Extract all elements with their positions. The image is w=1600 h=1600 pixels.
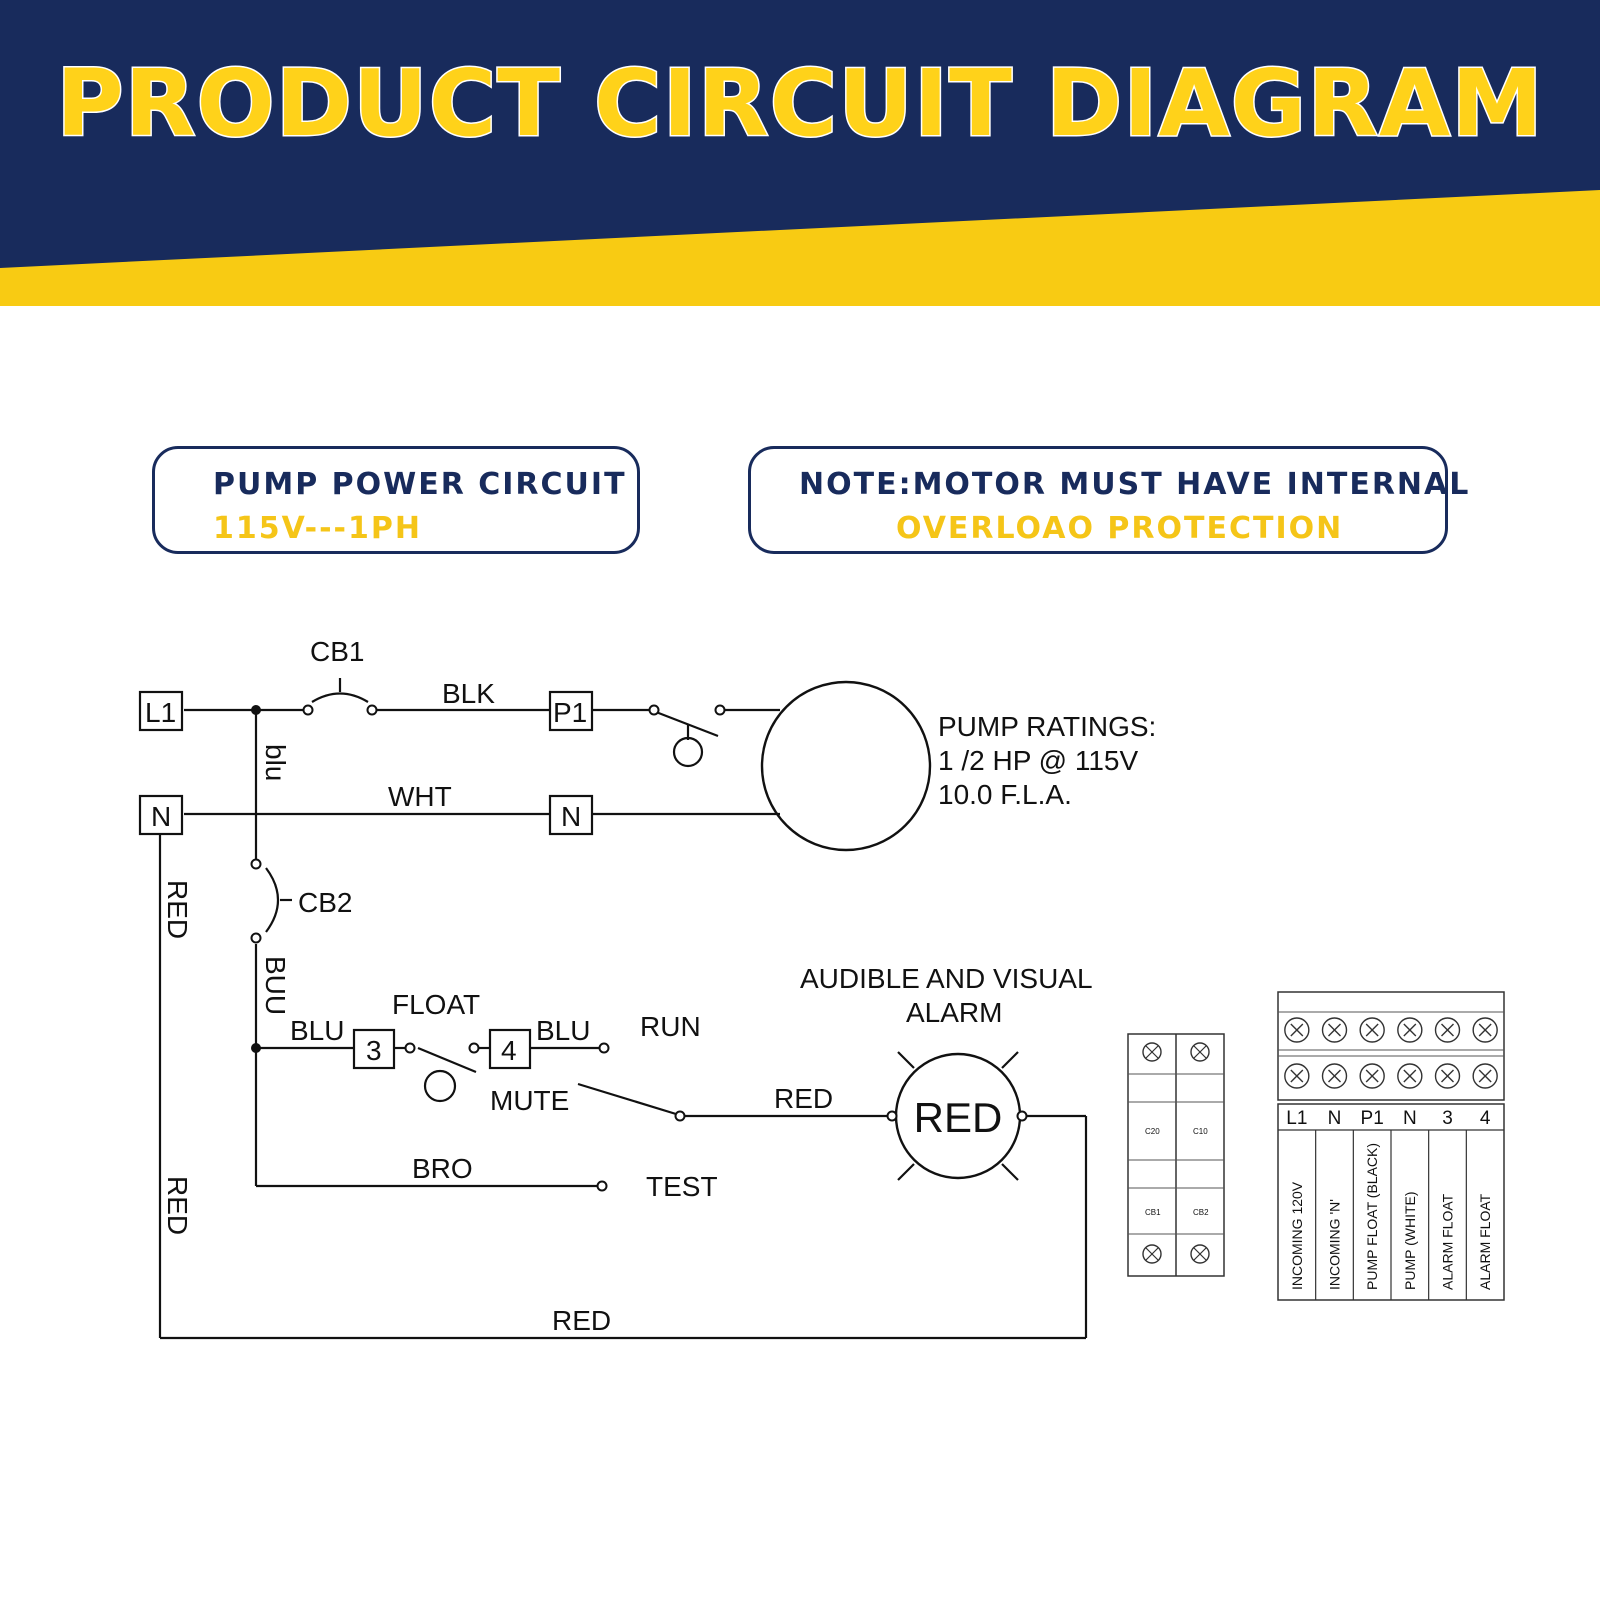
- screw-slot: [1403, 1023, 1417, 1037]
- pump-circuit-box: PUMP POWER CIRCUIT 115V---1PH: [152, 446, 640, 554]
- mute-label: MUTE: [490, 1085, 569, 1116]
- pump-ratings-line3: 10.0 F.L.A.: [938, 779, 1072, 810]
- page-title: PRODUCT CIRCUIT DIAGRAM: [55, 49, 1545, 159]
- pump-circuit-title: PUMP POWER CIRCUIT: [213, 467, 627, 502]
- terminal-n-left-label: N: [151, 801, 171, 832]
- screw-slot: [1290, 1023, 1304, 1037]
- terminal-p1: [548, 690, 594, 732]
- pump-circuit-voltage: 115V---1PH: [213, 511, 422, 546]
- alarm-title-line1: AUDIBLE AND VISUAL: [800, 963, 1093, 994]
- wiring: [158, 678, 1088, 1340]
- breaker-cb1-label: CB1: [1145, 1208, 1161, 1217]
- terminal-n-right: [548, 794, 594, 836]
- alarm-title-line2: ALARM: [906, 997, 1002, 1028]
- breaker-cb2-label: CB2: [1193, 1208, 1209, 1217]
- note-protection: OVERLOAO PROTECTION: [896, 511, 1344, 546]
- wire-wht-label: WHT: [388, 781, 452, 812]
- wire-blu-left-label: BLU: [290, 1015, 344, 1046]
- wire-blu-vert-label: blu: [260, 744, 291, 781]
- terminal-l1: [138, 690, 184, 732]
- terminal-description-1: INCOMING 'N': [1327, 1199, 1343, 1290]
- terminal-n-left: [138, 794, 184, 836]
- wire-red-top-label: RED: [162, 880, 193, 939]
- screw-slot: [1328, 1023, 1341, 1037]
- screw-slot: [1328, 1069, 1341, 1083]
- screw-slot: [1441, 1023, 1454, 1037]
- terminal-header-4: 3: [1442, 1108, 1453, 1129]
- wire-red-mid-label: RED: [162, 1176, 193, 1235]
- breaker-c10-label: C10: [1193, 1127, 1208, 1136]
- terminal-description-0: INCOMING 120V: [1289, 1181, 1305, 1290]
- alarm-float-ball: [423, 1069, 457, 1103]
- terminal-description-2: PUMP FLOAT (BLACK): [1364, 1143, 1380, 1290]
- screw-slot: [1365, 1069, 1379, 1083]
- terminal-3-label: 3: [366, 1035, 382, 1066]
- terminal-header-5: 4: [1480, 1108, 1491, 1129]
- screw-slot: [1365, 1023, 1379, 1037]
- cb1-label: CB1: [310, 636, 364, 667]
- note-box: NOTE:MOTOR MUST HAVE INTERNAL OVERLOAO P…: [748, 446, 1468, 554]
- test-label: TEST: [646, 1171, 718, 1202]
- screw-slot: [1478, 1069, 1492, 1083]
- wire-bro-label: BRO: [412, 1153, 473, 1184]
- alarm-lamp-label: RED: [914, 1094, 1003, 1141]
- header-banner: PRODUCT CIRCUIT DIAGRAM: [0, 0, 1600, 306]
- wire-blk-label: BLK: [442, 678, 495, 709]
- cb2-label: CB2: [298, 887, 352, 918]
- breaker-panel: C20 C10 CB1 CB2: [1127, 1033, 1225, 1277]
- pump-ratings-line2: 1 /2 HP @ 115V: [938, 745, 1138, 776]
- run-label: RUN: [640, 1011, 701, 1042]
- breaker-c20-label: C20: [1145, 1127, 1160, 1136]
- terminal-3: [352, 1028, 396, 1070]
- pump-float-ball: [672, 736, 704, 768]
- wire-red-bottom-label: RED: [552, 1305, 611, 1336]
- banner-background: [0, 0, 1600, 306]
- terminal-n-right-label: N: [561, 801, 581, 832]
- wire-blu-right-label: BLU: [536, 1015, 590, 1046]
- terminal-l1-label: L1: [145, 697, 176, 728]
- pump-motor: [760, 680, 932, 852]
- screw-slot: [1441, 1069, 1454, 1083]
- terminal-4: [488, 1028, 532, 1070]
- terminal-description-5: ALARM FLOAT: [1477, 1193, 1493, 1290]
- screw-slot: [1290, 1069, 1304, 1083]
- terminal-header-2: P1: [1361, 1108, 1384, 1129]
- float-label: FLOAT: [392, 989, 480, 1020]
- terminal-header-3: N: [1403, 1108, 1417, 1129]
- wire-buu-label: BUU: [260, 956, 291, 1015]
- terminal-p1-label: P1: [553, 697, 587, 728]
- screw-slot: [1403, 1069, 1417, 1083]
- terminal-description-3: PUMP (WHITE): [1402, 1191, 1418, 1290]
- terminal-4-label: 4: [501, 1035, 517, 1066]
- terminal-description-4: ALARM FLOAT: [1440, 1193, 1456, 1290]
- note-title: NOTE:MOTOR MUST HAVE INTERNAL: [799, 467, 1471, 502]
- terminal-block: L1 N P1 N 3 4 INCOMING 120V INCOMING 'N' PUMP F…: [1277, 991, 1505, 1301]
- wire-red-alarm-label: RED: [774, 1083, 833, 1114]
- terminal-header-1: N: [1328, 1108, 1342, 1129]
- screw-slot: [1478, 1023, 1492, 1037]
- pump-ratings-line1: PUMP RATINGS:: [938, 711, 1156, 742]
- terminal-header-0: L1: [1286, 1108, 1307, 1129]
